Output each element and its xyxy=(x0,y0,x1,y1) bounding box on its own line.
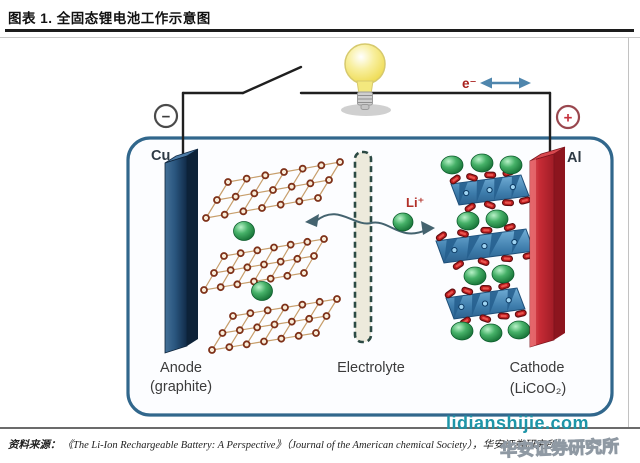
cathode-label: Cathode xyxy=(510,360,565,376)
cu-current-collector-label: Cu xyxy=(151,148,170,164)
li-ion-sphere xyxy=(507,320,531,340)
li-ion-sphere xyxy=(491,264,515,284)
light-bulb-icon xyxy=(341,43,391,116)
li-ion-sphere xyxy=(251,281,273,301)
circuit-wires xyxy=(181,65,552,161)
anode-label: Anode xyxy=(160,360,202,376)
li-ion-sphere xyxy=(233,221,255,241)
li-ion-sphere xyxy=(450,321,474,341)
figure-frame-right xyxy=(628,37,629,427)
figure-title: 图表 1. 全固态锂电池工作示意图 xyxy=(8,11,211,26)
li-ion-sphere xyxy=(440,155,464,175)
li-ion-sphere xyxy=(479,323,503,343)
li-ion-sphere xyxy=(392,212,414,232)
electrolyte-separator xyxy=(353,150,373,344)
anode-sublabel: (graphite) xyxy=(150,379,212,395)
figure-frame-top xyxy=(0,37,640,38)
cathode-structure xyxy=(435,146,566,348)
li-ion-transfer-arrow xyxy=(305,77,531,235)
li-ion-sphere xyxy=(470,153,494,173)
positive-terminal-icon xyxy=(555,104,581,130)
anode-structure xyxy=(164,148,344,354)
positive-terminal-sign: + xyxy=(564,110,573,127)
source-line: 资料来源：《The Li-Ion Rechargeable Battery: A… xyxy=(8,437,640,452)
watermark-site: lidianshijie.com xyxy=(446,413,590,433)
al-current-collector-label: Al xyxy=(567,150,582,166)
cathode-sublabel: (LiCoO₂) xyxy=(510,381,566,397)
watermark-stamp: 华安证券研究所 xyxy=(499,436,620,461)
li-ion-sphere xyxy=(499,155,523,175)
li-ion-label: Li⁺ xyxy=(406,195,424,210)
bulb-glass xyxy=(344,43,386,85)
negative-terminal-icon xyxy=(153,103,179,129)
electrolyte-bar xyxy=(353,150,373,344)
battery-terminals xyxy=(153,103,581,130)
title-rule xyxy=(5,29,634,32)
negative-terminal-sign: − xyxy=(162,109,171,126)
electrolyte-label: Electrolyte xyxy=(337,360,405,376)
li-ion-sphere xyxy=(463,266,487,286)
li-ion-sphere xyxy=(456,211,480,231)
figure-frame-bottom xyxy=(0,427,640,429)
li-ion-sphere xyxy=(485,209,509,229)
source-text: 《The Li-Ion Rechargeable Battery: A Pers… xyxy=(62,440,557,451)
source-prefix: 资料来源： xyxy=(8,440,61,451)
electron-label: e⁻ xyxy=(462,76,477,91)
